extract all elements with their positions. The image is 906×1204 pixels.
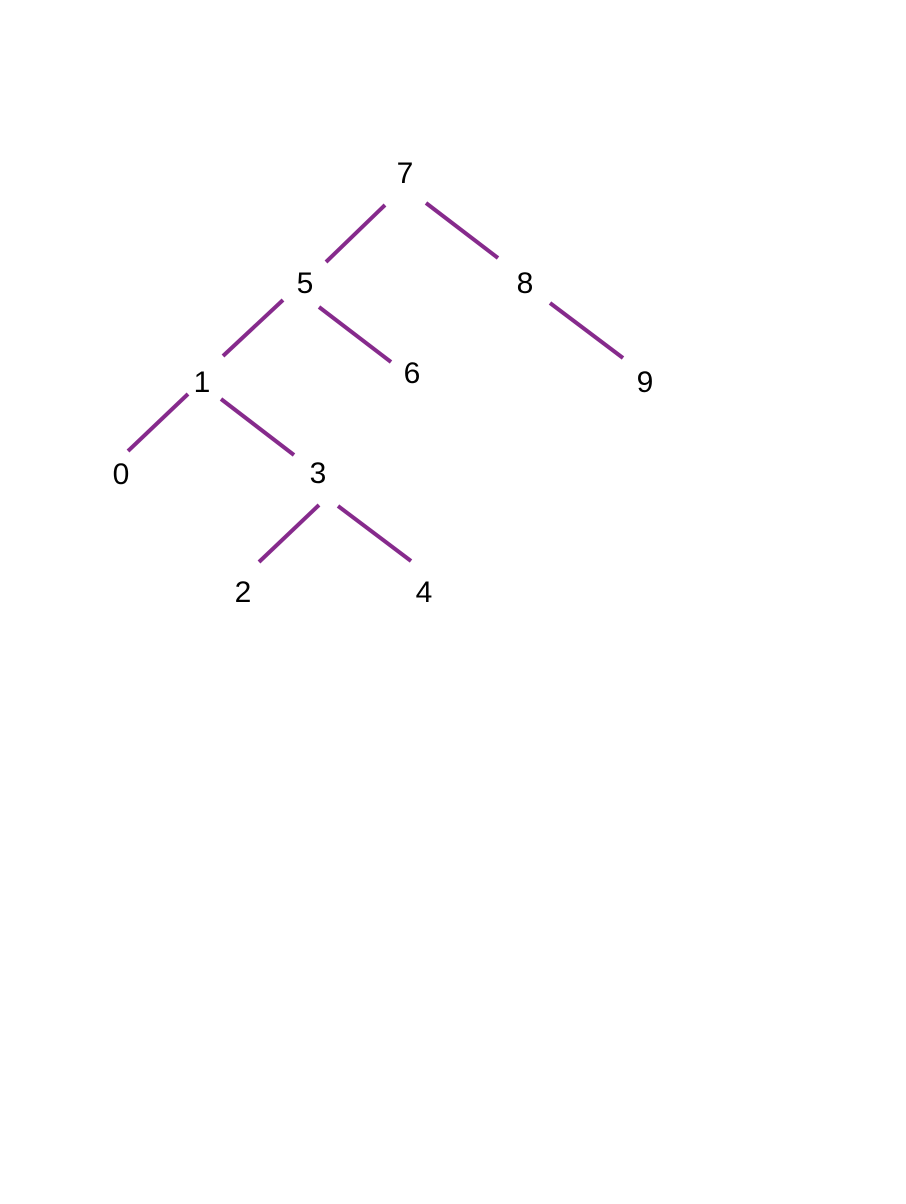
- edge-1-0: [126, 392, 190, 453]
- node-5: 5: [296, 267, 314, 300]
- node-2: 2: [234, 576, 252, 609]
- edge-7-5: [324, 203, 387, 264]
- node-3: 3: [309, 457, 327, 490]
- edge-3-2: [257, 503, 321, 564]
- edge-5-6: [317, 305, 393, 364]
- edge-1-3: [219, 397, 296, 457]
- node-9: 9: [636, 366, 654, 399]
- node-6: 6: [403, 357, 421, 390]
- edge-3-4: [336, 504, 413, 563]
- node-4: 4: [415, 576, 433, 609]
- edge-7-8: [424, 201, 500, 260]
- edge-8-9: [548, 301, 625, 360]
- node-7: 7: [396, 157, 414, 190]
- node-0: 0: [112, 458, 130, 491]
- edge-5-1: [221, 298, 285, 358]
- node-8: 8: [516, 267, 534, 300]
- node-1: 1: [193, 366, 211, 399]
